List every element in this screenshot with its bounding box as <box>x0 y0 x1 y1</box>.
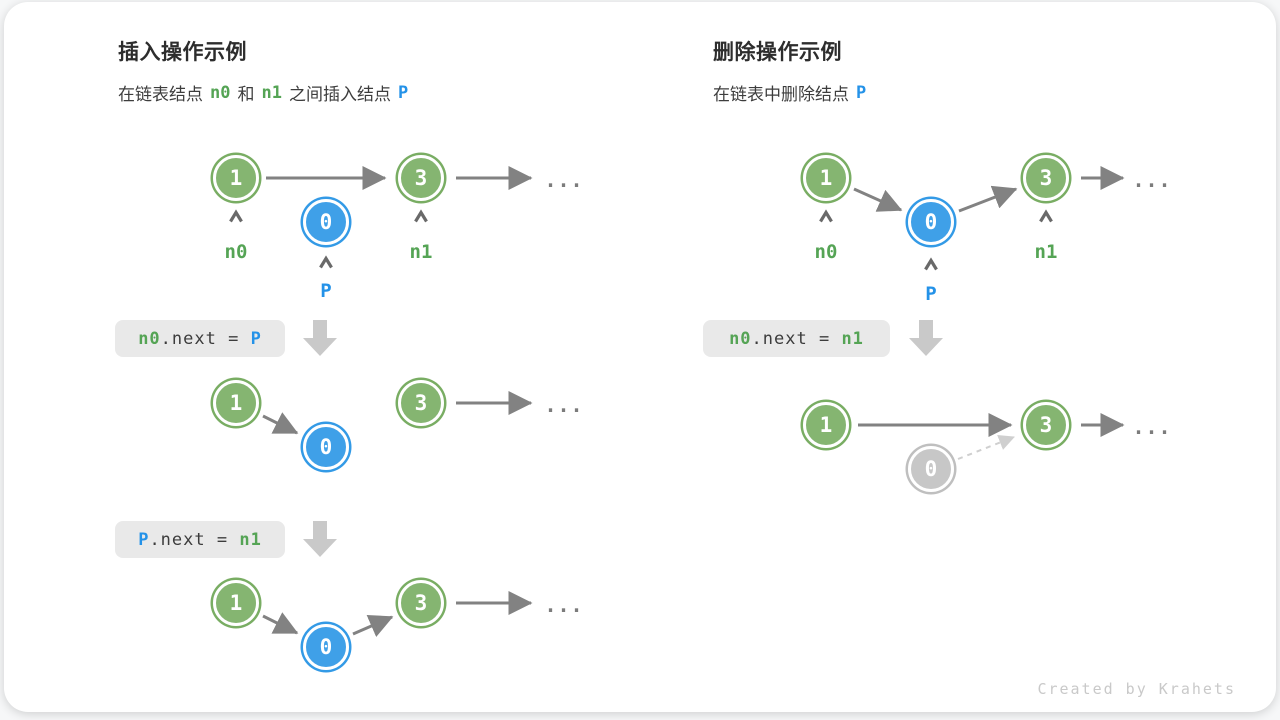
node-1: 1 <box>213 155 259 201</box>
arrow-0-to-3 <box>352 614 394 637</box>
code-box-n0-next-n1: n0.next = n1 <box>703 320 890 357</box>
code-token: P <box>250 328 262 349</box>
pointer-label-p: P <box>320 280 332 302</box>
node-3: 3 <box>398 580 444 626</box>
code-token: .next = <box>160 328 251 349</box>
code-token: .next = <box>751 328 842 349</box>
caret-up-icon <box>1039 209 1053 223</box>
caret-up-icon <box>319 255 333 269</box>
node-0: 0 <box>303 424 349 470</box>
code-token: P <box>138 529 150 550</box>
node-3: 3 <box>1023 155 1069 201</box>
code-box-n0-next-p: n0.next = P <box>115 320 285 357</box>
node-0: 0 <box>303 199 349 245</box>
down-block-arrow-icon <box>909 320 943 356</box>
code-token: n1 <box>239 529 262 550</box>
subtitle-token-p: P <box>856 82 867 103</box>
code-token: .next = <box>149 529 240 550</box>
subtitle-text: 之间插入结点 <box>288 85 391 104</box>
node-0: 0 <box>303 624 349 670</box>
code-box-p-next-n1: P.next = n1 <box>115 521 285 558</box>
node-1: 1 <box>803 155 849 201</box>
ellipsis: ... <box>1132 168 1172 192</box>
arrow-1-to-0 <box>853 187 903 212</box>
right-panel-title: 删除操作示例 <box>713 41 842 64</box>
credit-text: Created by Krahets <box>1037 680 1236 698</box>
pointer-label-p: P <box>925 283 937 305</box>
node-3: 3 <box>1023 402 1069 448</box>
left-panel-subtitle: 在链表结点 n0 和 n1 之间插入结点 P <box>118 80 415 105</box>
down-block-arrow-icon <box>303 320 337 356</box>
pointer-label-n0: n0 <box>224 241 248 263</box>
subtitle-text: 在链表结点 <box>118 85 203 104</box>
pointer-label-n1: n1 <box>1034 241 1058 263</box>
right-panel-subtitle: 在链表中删除结点 P <box>713 80 873 105</box>
subtitle-text: 在链表中删除结点 <box>713 85 849 104</box>
node-3: 3 <box>398 155 444 201</box>
down-block-arrow-icon <box>303 521 337 557</box>
node-1: 1 <box>803 402 849 448</box>
ellipsis: ... <box>544 168 584 192</box>
node-0-removed: 0 <box>908 446 954 492</box>
dashed-arrow-0-to-3 <box>957 435 1015 460</box>
pointer-label-n1: n1 <box>409 241 433 263</box>
node-0: 0 <box>908 199 954 245</box>
pointer-label-n0: n0 <box>814 241 838 263</box>
subtitle-text: 和 <box>237 85 255 104</box>
caret-up-icon <box>924 257 938 271</box>
arrow-1-to-0 <box>262 612 299 635</box>
node-3: 3 <box>398 380 444 426</box>
ellipsis: ... <box>1132 415 1172 439</box>
code-token: n1 <box>841 328 864 349</box>
code-token: n0 <box>138 328 161 349</box>
subtitle-token-p: P <box>397 82 409 103</box>
subtitle-token-n0: n0 <box>210 82 231 103</box>
arrow-1-to-0 <box>262 412 299 435</box>
ellipsis: ... <box>544 593 584 617</box>
caret-up-icon <box>819 209 833 223</box>
caret-up-icon <box>414 209 428 223</box>
left-panel-title: 插入操作示例 <box>118 41 247 64</box>
node-1: 1 <box>213 380 259 426</box>
caret-up-icon <box>229 209 243 223</box>
ellipsis: ... <box>544 393 584 417</box>
node-1: 1 <box>213 580 259 626</box>
arrow-0-to-3 <box>958 185 1018 213</box>
code-token: n0 <box>729 328 752 349</box>
subtitle-token-n1: n1 <box>261 82 282 103</box>
